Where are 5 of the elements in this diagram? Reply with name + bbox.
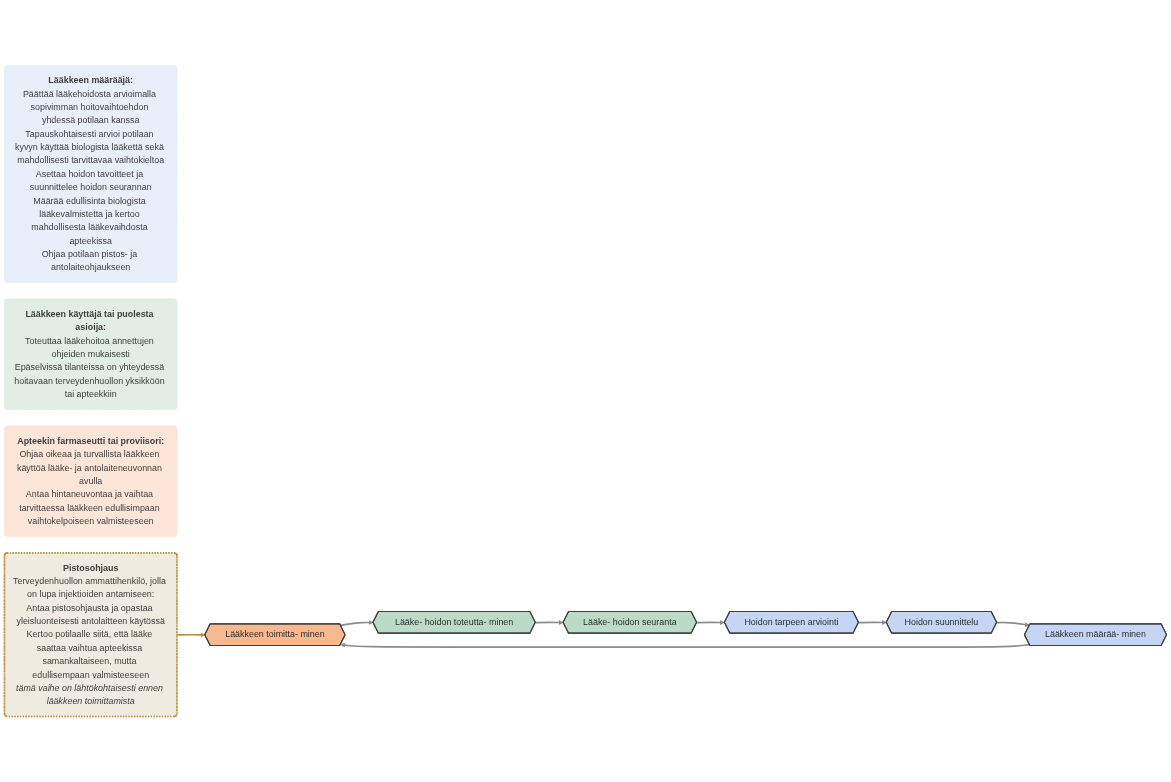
arrow bbox=[696, 620, 725, 625]
arrow bbox=[996, 621, 1030, 628]
arrow bbox=[857, 620, 887, 625]
arrow bbox=[534, 620, 564, 625]
arrow bbox=[176, 632, 206, 638]
